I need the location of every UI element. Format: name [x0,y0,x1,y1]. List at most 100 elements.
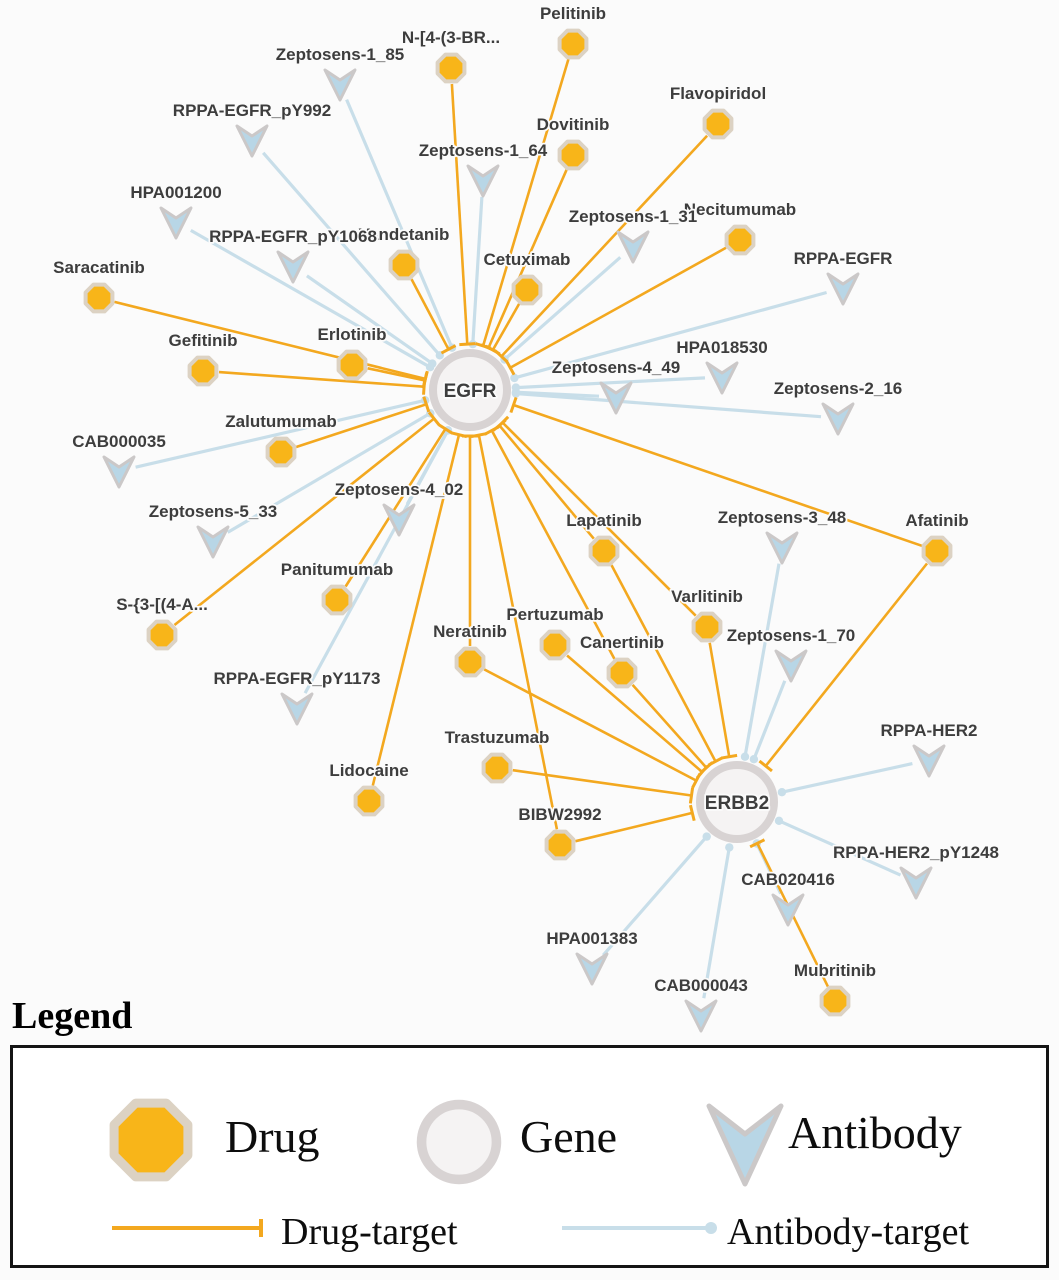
node-rppa_her2_py1248[interactable] [899,866,933,900]
node-rppa_egfr_py992[interactable] [235,124,269,158]
node-pertuzumab[interactable] [539,629,571,661]
node-label-vandetanib: Vandetanib [359,225,450,244]
antibody-target-edge [702,843,734,999]
legend-drug-target-label: Drug-target [281,1211,458,1253]
node-bibw2992[interactable] [544,829,576,861]
node-rppa_egfr[interactable] [826,272,860,306]
node-erbb2[interactable] [696,761,778,843]
node-lapatinib[interactable] [588,535,620,567]
node-rppa_her2[interactable] [912,744,946,778]
node-label-neratinib: Neratinib [433,622,507,641]
drug-octagon-icon [321,584,353,616]
node-label-z1_70: Zeptosens-1_70 [727,626,856,645]
drug-octagon-icon [146,619,178,651]
node-necitumumab[interactable] [724,224,756,256]
node-flavopiridol[interactable] [702,108,734,140]
node-label-flavopiridol: Flavopiridol [670,84,766,103]
node-cab000043[interactable] [684,999,718,1033]
node-dovitinib[interactable] [557,139,589,171]
node-label-pertuzumab: Pertuzumab [506,605,603,624]
node-hpa001383[interactable] [575,952,609,986]
node-pelitinib[interactable] [557,28,589,60]
drug-target-edge [371,431,468,786]
antibody-chevron-icon [280,692,314,726]
antibody-target-edge [774,816,902,877]
drug-target-edge [450,83,476,347]
antibody-chevron-icon [826,272,860,306]
node-label-n4_3br: N-[4-(3-BR... [402,28,500,47]
antibody-target-edge [345,98,457,352]
legend-gene-label: Gene [520,1111,618,1162]
antibody-chevron-icon [575,952,609,986]
drug-octagon-icon [435,52,467,84]
node-label-z3_48: Zeptosens-3_48 [718,508,847,527]
gene-circle-icon [416,1099,502,1185]
gene-circle-icon [429,349,511,431]
node-z2_16[interactable] [821,402,855,436]
legend-drug-label: Drug [225,1111,320,1162]
node-afatinib[interactable] [921,535,953,567]
node-label-erlotinib: Erlotinib [318,325,387,344]
drug-octagon-icon [557,28,589,60]
node-rppa_egfr_py1173[interactable] [280,692,314,726]
antibody-chevron-icon [616,230,650,264]
node-gefitinib[interactable] [187,355,219,387]
drug-octagon-icon [353,785,385,817]
node-neratinib[interactable] [454,646,486,678]
node-rppa_egfr_py1068[interactable] [276,250,310,284]
node-s3_4a[interactable] [146,619,178,651]
node-label-saracatinib: Saracatinib [53,258,145,277]
node-cetuximab[interactable] [511,274,543,306]
antibody-target-edge [190,229,435,372]
node-label-cetuximab: Cetuximab [484,250,571,269]
drug-octagon-icon [336,349,368,381]
antibody-chevron-icon [912,744,946,778]
node-saracatinib[interactable] [83,282,115,314]
node-zalutumumab[interactable] [265,436,297,468]
drug-octagon-icon [388,249,420,281]
node-z1_70[interactable] [774,649,808,683]
node-trastuzumab[interactable] [481,752,513,784]
node-z4_49[interactable] [599,381,633,415]
antibody-chevron-icon [706,1103,784,1187]
nodes [83,28,953,1033]
node-lidocaine[interactable] [353,785,385,817]
node-erlotinib[interactable] [336,349,368,381]
node-n4_3br[interactable] [435,52,467,84]
antibody-target-edge [511,376,706,392]
node-canertinib[interactable] [606,657,638,689]
drug-target-edge [610,564,724,767]
node-z3_48[interactable] [765,531,799,565]
drug-target-edge [485,303,521,356]
node-z1_31[interactable] [616,230,650,264]
node-varlitinib[interactable] [691,611,723,643]
node-label-cab000035: CAB000035 [72,432,166,451]
node-egfr[interactable] [429,349,511,431]
drug-octagon-icon [606,657,638,689]
node-label-pelitinib: Pelitinib [540,4,606,23]
drug-target-edge [483,668,702,789]
antibody-chevron-icon [102,455,136,489]
node-z1_64[interactable] [466,164,500,198]
gene-circle-icon [696,761,778,843]
node-cab000035[interactable] [102,455,136,489]
node-hpa001200[interactable] [159,206,193,240]
node-panitumumab[interactable] [321,584,353,616]
antibody-chevron-icon [382,503,416,537]
node-label-z1_85: Zeptosens-1_85 [276,45,405,64]
node-z1_85[interactable] [323,68,357,102]
drug-target-edge [505,246,727,376]
drug-octagon-icon [544,829,576,861]
node-vandetanib[interactable] [388,249,420,281]
drug-target-edge-icon [112,1219,263,1237]
node-mubritinib[interactable] [819,985,851,1017]
node-hpa018530[interactable] [705,361,739,395]
node-cab020416[interactable] [771,893,805,927]
node-label-egfr: EGFR [444,381,497,402]
node-z5_33[interactable] [196,525,230,559]
node-label-z1_64: Zeptosens-1_64 [419,141,548,160]
legend-box: Drug Gene Antibody Drug-target Antibody-… [10,1045,1049,1268]
drug-target-edge [566,654,709,780]
node-label-bibw2992: BIBW2992 [518,805,601,824]
node-z4_02[interactable] [382,503,416,537]
